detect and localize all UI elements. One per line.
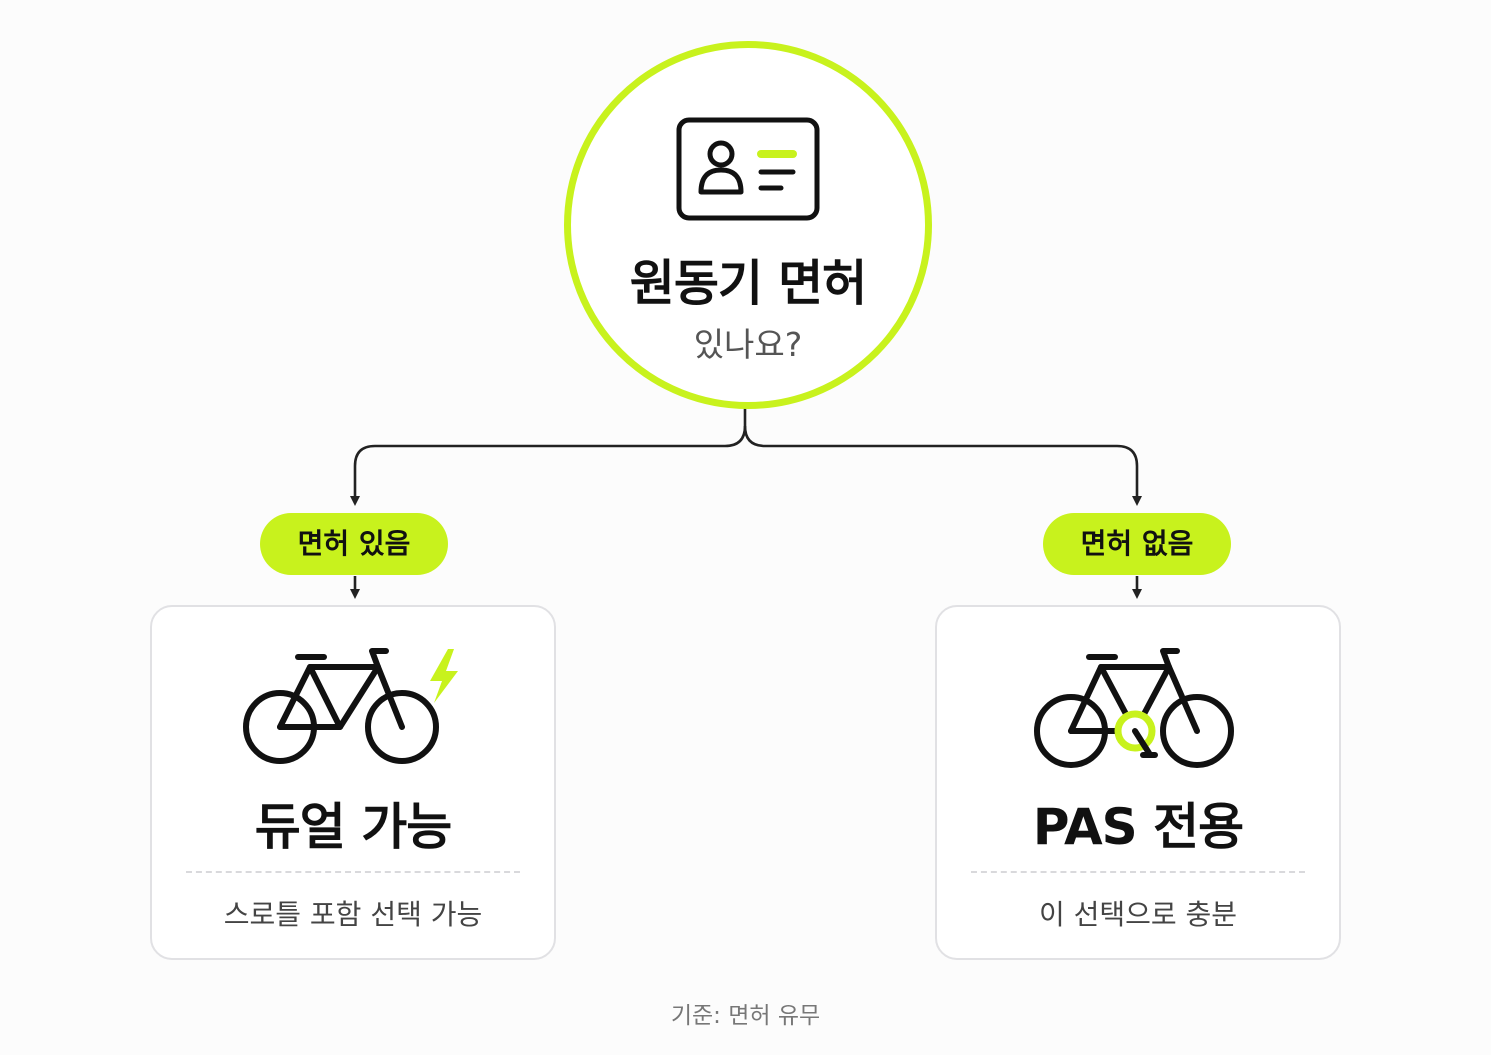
result-card-pas: PAS 전용 이 선택으로 충분 (935, 605, 1341, 960)
card-divider (186, 871, 520, 873)
card-title-dual: 듀얼 가능 (254, 798, 452, 856)
card-description-dual: 스로틀 포함 선택 가능 (223, 898, 483, 931)
hub-subtitle: 있나요? (693, 325, 803, 364)
result-card-dual: 듀얼 가능 스로틀 포함 선택 가능 (150, 605, 556, 960)
card-description-pas: 이 선택으로 충분 (1038, 898, 1238, 931)
connector-trunk-right (743, 425, 1142, 506)
hub-title: 원동기 면허 (629, 255, 867, 312)
branch-label-no-license: 면허 없음 (1043, 513, 1231, 575)
connector-trunk (350, 406, 747, 506)
pedal-assist-bike-icon (1034, 648, 1234, 768)
branch-label-has-license: 면허 있음 (260, 513, 448, 575)
card-title-pas: PAS 전용 (1032, 798, 1244, 856)
id-card-icon (676, 117, 820, 221)
license-question-circle: 원동기 면허 있나요? (564, 41, 932, 409)
e-bike-icon (243, 648, 458, 764)
card-divider (971, 871, 1305, 873)
footnote: 기준: 면허 유무 (670, 1003, 821, 1029)
